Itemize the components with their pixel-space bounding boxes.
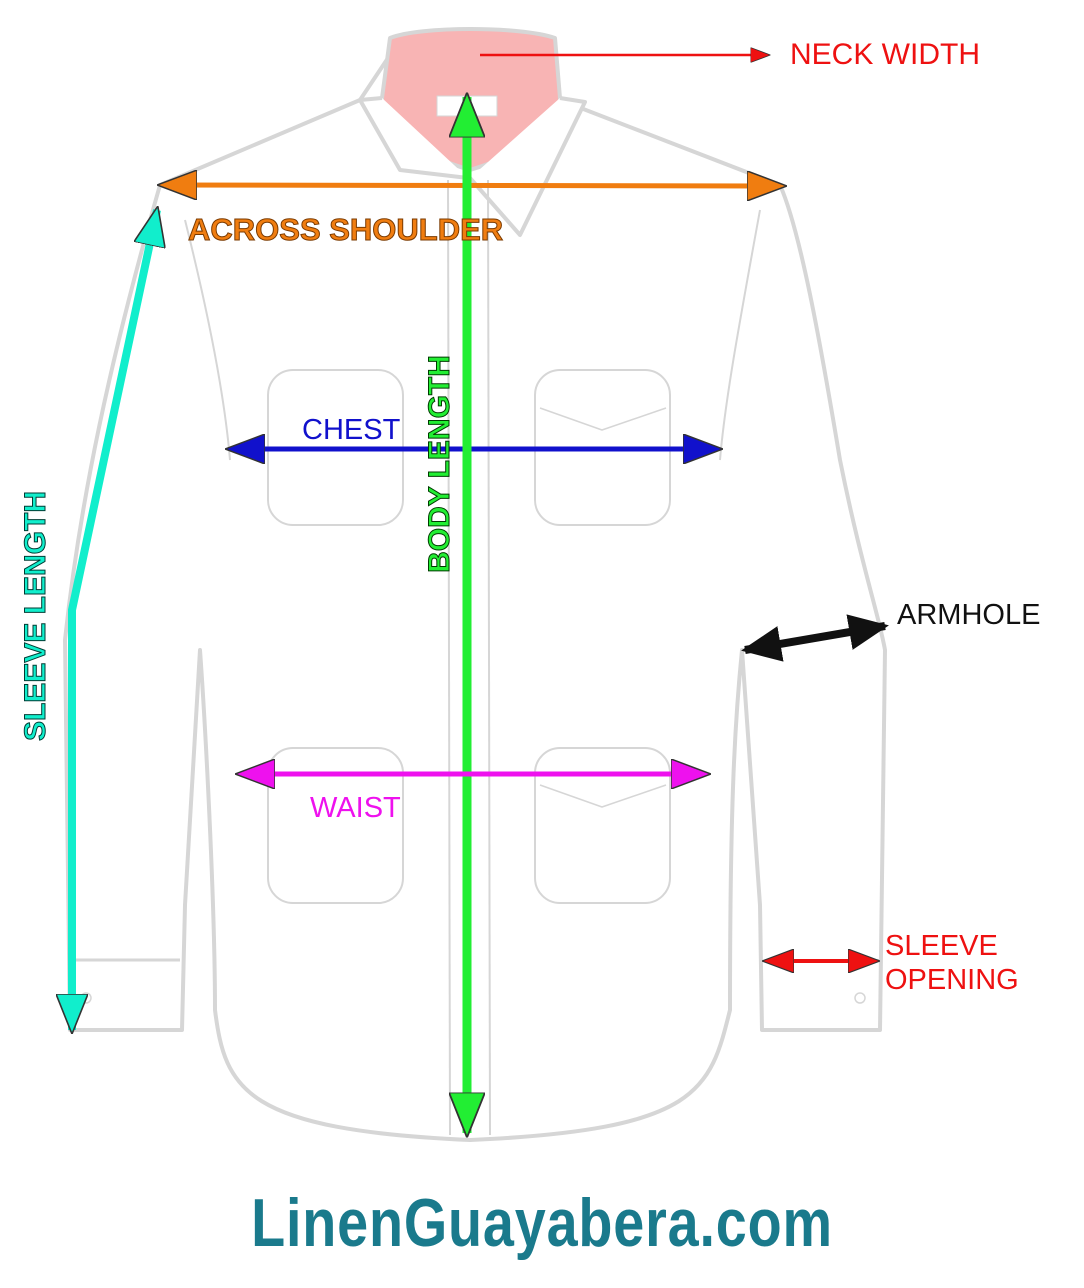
shirt-outline xyxy=(63,27,887,1142)
sleeve-length-label: SLEEVE LENGTH xyxy=(19,490,53,742)
shirt-body xyxy=(63,38,887,1142)
waist-label: WAIST xyxy=(310,792,401,824)
neck-width-label: NECK WIDTH xyxy=(790,38,980,71)
sleeve-opening-label: SLEEVE OPENING xyxy=(885,930,1019,997)
placket-right xyxy=(487,179,491,1136)
body-length-label: BODY LENGTH xyxy=(423,355,457,574)
armhole-label: ARMHOLE xyxy=(897,599,1041,631)
pocket-lower-right xyxy=(534,747,671,904)
across-shoulder-arrow xyxy=(162,185,782,186)
chest-label: CHEST xyxy=(302,414,401,446)
armhole-arrow xyxy=(741,614,889,662)
brand-wordmark: LinenGuayabera.com xyxy=(251,1185,833,1261)
pocket-flap-upper-right xyxy=(539,407,667,431)
cuff-button-right xyxy=(854,992,866,1004)
pocket-flap-lower-right xyxy=(539,784,667,808)
across-shoulder-label: ACROSS SHOULDER xyxy=(187,212,504,247)
pocket-lower-left xyxy=(267,747,404,904)
